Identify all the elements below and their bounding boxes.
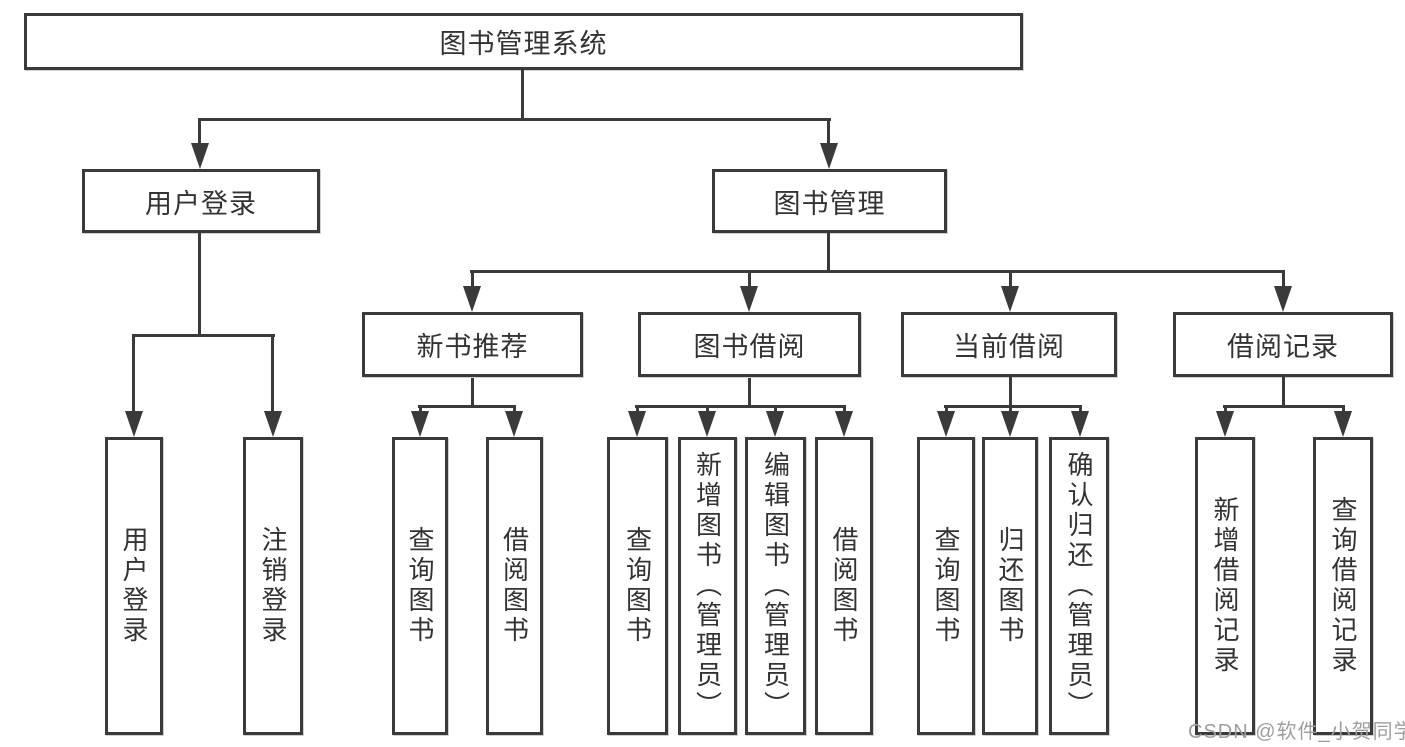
node-label: 用户登录 <box>119 526 149 646</box>
connector-to-new-book-recommend <box>471 270 474 294</box>
arrowhead-leaf-query-books-2 <box>628 411 646 437</box>
connector-to-book-management <box>827 118 830 148</box>
connector-to-user-login <box>198 118 201 148</box>
arrowhead-new-book-recommend <box>463 286 481 312</box>
connector-to-borrow-records <box>1282 270 1285 294</box>
connector-book-management-stem <box>827 233 830 273</box>
leaf-add-book-admin: 新增图书（管理员） <box>678 437 737 735</box>
node-label: 查询图书 <box>931 526 961 646</box>
connector-user-login-rail <box>132 334 275 337</box>
arrowhead-leaf-query-books-1 <box>411 411 429 437</box>
node-user-login: 用户登录 <box>82 169 320 233</box>
connector-root-stem <box>521 70 524 120</box>
arrowhead-user-login <box>191 143 209 169</box>
connector-to-current-borrowing <box>1009 270 1012 294</box>
leaf-borrow-books-1: 借阅图书 <box>486 437 543 735</box>
connector-new-book-recommend-stem <box>471 378 474 408</box>
node-borrow-records: 借阅记录 <box>1173 312 1393 377</box>
connector-root-rail <box>198 118 831 121</box>
connector-borrow-records-rail <box>1223 405 1345 408</box>
arrowhead-leaf-return-books <box>1001 411 1019 437</box>
connector-current-borrowing-stem <box>1009 377 1012 408</box>
arrowhead-leaf-query-books-3 <box>937 411 955 437</box>
connector-book-borrowing-stem <box>748 378 751 408</box>
leaf-query-books-1: 查询图书 <box>392 437 448 735</box>
leaf-borrow-books-2: 借阅图书 <box>815 437 873 735</box>
arrowhead-leaf-add-borrow-record <box>1216 411 1234 437</box>
node-label: 注销登录 <box>258 526 288 646</box>
leaf-user-login: 用户登录 <box>105 437 163 735</box>
node-label: 图书借阅 <box>693 332 806 362</box>
arrowhead-current-borrowing <box>1001 286 1019 312</box>
arrowhead-book-borrowing <box>740 286 758 312</box>
node-label: 查询图书 <box>622 526 653 646</box>
node-label: 图书管理 <box>773 188 886 219</box>
connector-new-book-recommend-rail <box>418 405 516 408</box>
node-library-system: 图书管理系统 <box>24 13 1023 70</box>
node-label: 确认归还（管理员） <box>1064 451 1094 721</box>
node-label: 借阅图书 <box>829 526 859 646</box>
node-book-borrowing: 图书借阅 <box>638 312 861 377</box>
arrowhead-leaf-borrow-books-2 <box>835 411 853 437</box>
connector-to-leaf-user-login <box>132 334 135 414</box>
arrowhead-leaf-logout <box>264 411 282 437</box>
leaf-confirm-return-admin: 确认归还（管理员） <box>1049 437 1109 735</box>
arrowhead-leaf-edit-book <box>766 411 784 437</box>
node-label: 新增借阅记录 <box>1210 496 1240 676</box>
node-label: 查询图书 <box>405 526 435 646</box>
connector-to-book-borrowing <box>748 270 751 294</box>
node-label: 新书推荐 <box>416 332 529 362</box>
connector-borrow-records-stem <box>1282 376 1285 408</box>
node-label: 借阅记录 <box>1227 332 1339 362</box>
connector-current-borrowing-rail <box>944 405 1082 408</box>
arrowhead-book-management <box>820 143 838 169</box>
node-label: 归还图书 <box>995 526 1025 646</box>
node-book-management: 图书管理 <box>712 169 947 233</box>
leaf-query-books-2: 查询图书 <box>607 437 668 735</box>
arrowhead-borrow-records <box>1274 286 1292 312</box>
leaf-add-borrow-record: 新增借阅记录 <box>1195 437 1255 735</box>
node-label: 用户登录 <box>145 188 257 219</box>
watermark-text: CSDN @软件_小贺同学 <box>1188 721 1405 743</box>
arrowhead-leaf-borrow-books-1 <box>505 411 523 437</box>
connector-user-login-stem <box>198 233 201 337</box>
arrowhead-leaf-add-book <box>698 411 716 437</box>
connector-to-leaf-logout <box>271 334 274 414</box>
arrowhead-leaf-confirm-return <box>1071 411 1089 437</box>
leaf-query-borrow-record: 查询借阅记录 <box>1313 437 1373 735</box>
connector-book-borrowing-rail <box>635 405 846 408</box>
node-label: 借阅图书 <box>499 526 530 646</box>
node-label: 图书管理系统 <box>439 29 608 59</box>
arrowhead-leaf-user-login <box>125 411 143 437</box>
node-label: 新增图书（管理员） <box>692 451 723 721</box>
node-label: 查询借阅记录 <box>1328 496 1358 676</box>
node-new-book-recommend: 新书推荐 <box>362 312 583 377</box>
leaf-edit-book-admin: 编辑图书（管理员） <box>745 437 806 735</box>
leaf-query-books-3: 查询图书 <box>917 437 975 735</box>
arrowhead-leaf-query-borrow-record <box>1334 411 1352 437</box>
node-label: 编辑图书（管理员） <box>760 451 791 721</box>
node-current-borrowing: 当前借阅 <box>901 312 1117 377</box>
node-label: 当前借阅 <box>953 332 1065 362</box>
leaf-logout: 注销登录 <box>243 437 303 735</box>
connector-book-management-rail <box>470 270 1284 273</box>
leaf-return-books: 归还图书 <box>982 437 1038 735</box>
